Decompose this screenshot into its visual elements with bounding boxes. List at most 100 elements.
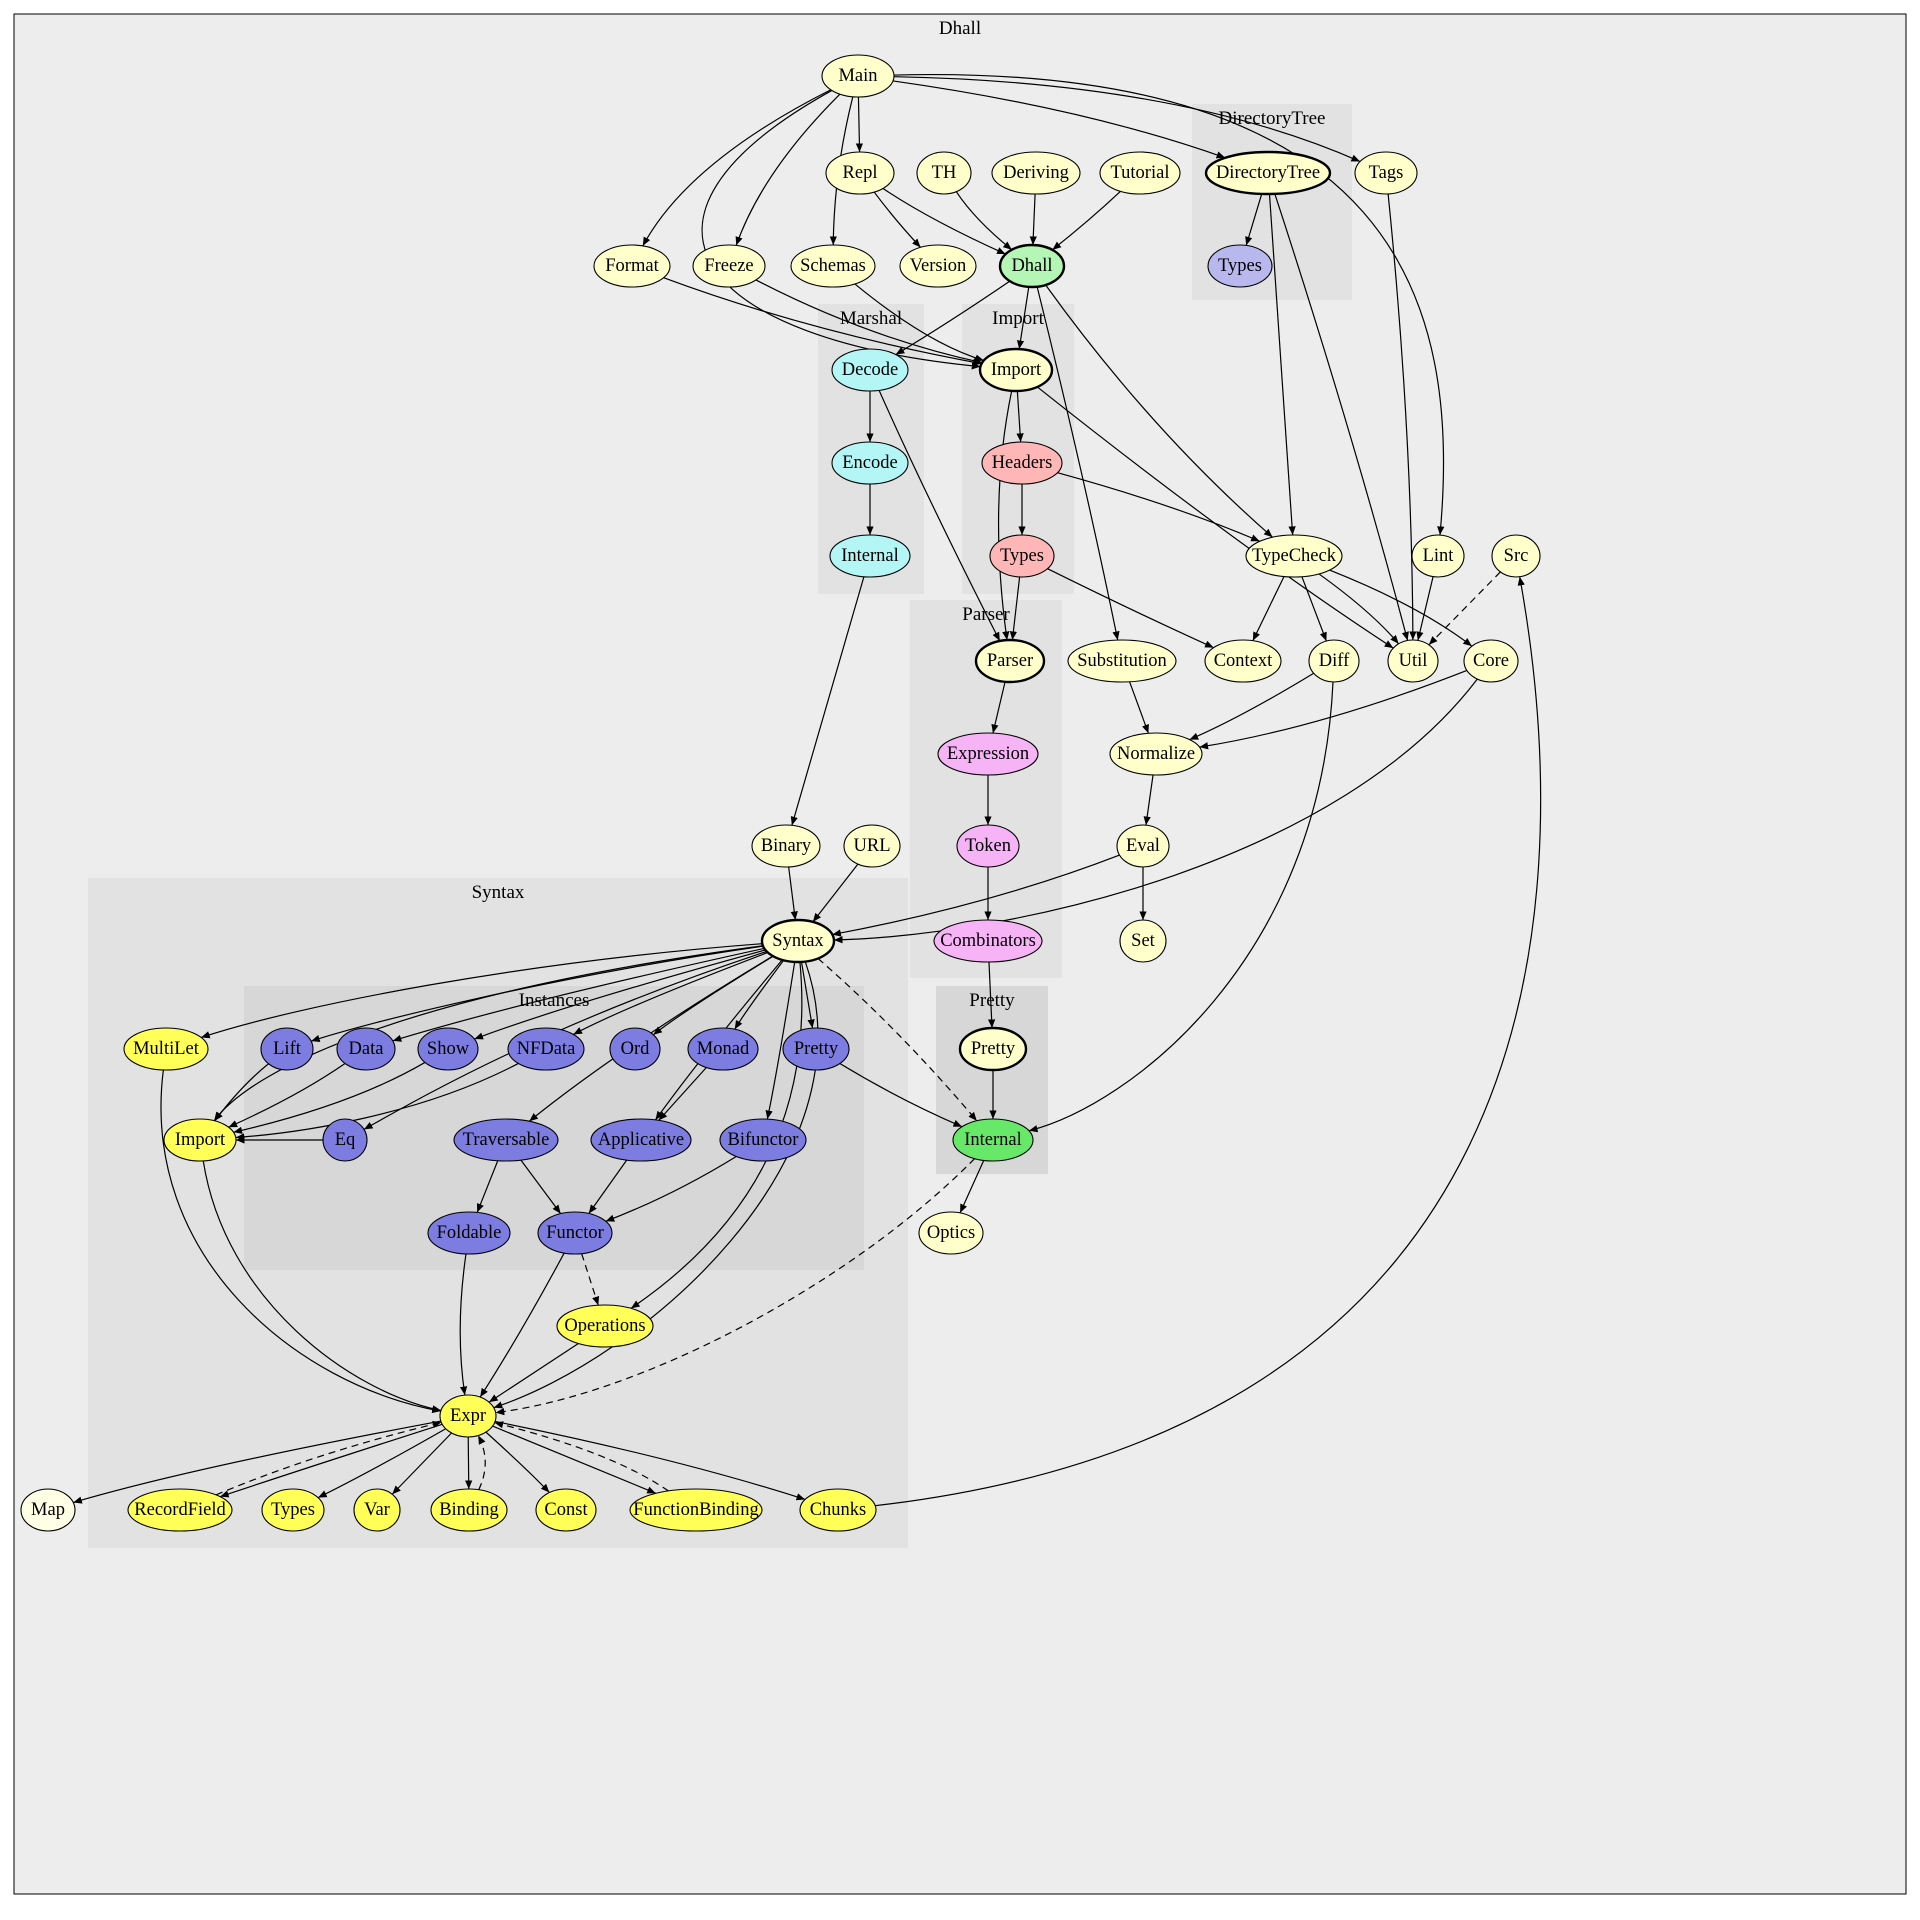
edge-foldable-expr: [459, 1253, 468, 1396]
edge-eval-syntax: [832, 854, 1120, 937]
node-bifunctor-shape: [719, 1118, 807, 1162]
node-headers-shape: [981, 441, 1063, 485]
edge-bifunctor-functor: [605, 1155, 737, 1222]
edge-dhall-import_i: [1016, 286, 1030, 350]
edges-layer: [73, 73, 1542, 1507]
node-operations-shape: [556, 1304, 654, 1348]
node-lift-shape: [260, 1027, 314, 1071]
node-set: Set: [1119, 919, 1167, 963]
node-substitution-shape: [1067, 639, 1177, 683]
node-expression-shape: [937, 732, 1039, 776]
edge-expr-binding: [465, 1436, 473, 1490]
node-data_-label: Data: [349, 1039, 384, 1059]
node-th: TH: [916, 151, 972, 195]
node-types_i-label: Types: [1000, 546, 1044, 566]
node-dhall-shape: [998, 243, 1066, 289]
edge-main-format: [642, 89, 832, 247]
edge-syntax-lift: [310, 945, 764, 1042]
edge-recordfield-expr: [215, 1420, 442, 1496]
edge-dhall-typecheck: [1045, 284, 1273, 538]
cluster-import-label: Import: [992, 308, 1044, 329]
edge-binding-expr: [477, 1435, 486, 1490]
node-schemas-shape: [790, 244, 876, 288]
edge-internal_p-expr: [495, 1158, 976, 1416]
node-lint-shape: [1411, 534, 1465, 578]
edge-main-lint: [893, 73, 1445, 536]
node-binary-shape: [751, 824, 821, 868]
edge-multilet-expr: [160, 1069, 441, 1414]
edge-functor-expr: [479, 1252, 565, 1398]
node-tags: Tags: [1354, 151, 1418, 195]
node-repl-shape: [825, 151, 895, 195]
node-import_i: Import: [978, 347, 1054, 393]
edge-syntax-internal_p: [817, 958, 978, 1122]
edge-substitution-normalize: [1129, 681, 1149, 734]
node-repl: Repl: [825, 151, 895, 195]
edge-internal_m-binary: [790, 576, 865, 826]
node-monad-label: Monad: [697, 1039, 750, 1059]
node-core-shape: [1463, 639, 1519, 683]
node-monad: Monad: [687, 1027, 759, 1071]
edge-expr-chunks: [494, 1420, 806, 1501]
edge-dhall-substitution: [1036, 286, 1120, 641]
node-expression-label: Expression: [947, 744, 1029, 764]
edge-syntax-eq: [363, 950, 767, 1130]
node-src-label: Src: [1504, 546, 1529, 566]
edge-import_s-expr: [202, 1160, 442, 1413]
node-nfdata-label: NFData: [517, 1039, 576, 1059]
node-lint-label: Lint: [1423, 546, 1455, 566]
node-import_s-shape: [163, 1118, 237, 1162]
node-recordfield-label: RecordField: [134, 1500, 226, 1520]
node-main-label: Main: [838, 66, 877, 86]
node-traversable-shape: [453, 1118, 559, 1162]
node-bifunctor: Bifunctor: [719, 1118, 807, 1162]
node-show: Show: [417, 1027, 479, 1071]
node-combinators-shape: [933, 919, 1043, 963]
node-types_dt-label: Types: [1218, 256, 1262, 276]
edge-diff-normalize: [1189, 672, 1315, 741]
edge-parser-expression: [991, 681, 1006, 734]
node-version-shape: [899, 244, 977, 288]
node-th-shape: [916, 151, 972, 195]
node-map-label: Map: [31, 1500, 65, 1520]
cluster-directorytree-label: DirectoryTree: [1219, 108, 1326, 129]
node-dhall: Dhall: [998, 243, 1066, 289]
edge-expr-var: [391, 1432, 452, 1495]
node-functionbinding-shape: [629, 1488, 763, 1532]
node-applicative-label: Applicative: [598, 1130, 684, 1150]
node-expression: Expression: [937, 732, 1039, 776]
node-multilet-label: MultiLet: [133, 1039, 200, 1059]
edge-data_-import_s: [228, 1063, 346, 1128]
node-tutorial-shape: [1099, 151, 1181, 195]
node-schemas: Schemas: [790, 244, 876, 288]
edge-syntax-show: [474, 949, 766, 1040]
node-syntax-shape: [760, 918, 836, 964]
edge-expr-types_s: [317, 1428, 447, 1499]
node-eq-label: Eq: [335, 1130, 356, 1150]
edge-freeze-import_i: [755, 279, 983, 365]
cluster-pretty-label: Pretty: [969, 990, 1015, 1011]
node-decode-label: Decode: [842, 360, 899, 380]
node-core-label: Core: [1473, 651, 1509, 671]
edge-internal_p-optics: [959, 1160, 985, 1214]
node-deriving-label: Deriving: [1003, 163, 1069, 183]
edge-syntax-bifunctor: [765, 961, 796, 1120]
node-binding-shape: [430, 1488, 508, 1532]
node-core: Core: [1463, 639, 1519, 683]
edge-applicative-functor: [588, 1159, 628, 1214]
node-monad-shape: [687, 1027, 759, 1071]
node-internal_p-label: Internal: [964, 1130, 1022, 1150]
edge-types_i-parser: [1009, 576, 1021, 641]
node-freeze-shape: [692, 244, 766, 288]
edge-chunks-src: [875, 576, 1542, 1507]
node-directorytree-label: DirectoryTree: [1216, 163, 1320, 183]
edge-headers-typecheck: [1057, 472, 1260, 542]
node-token-shape: [956, 824, 1020, 868]
node-url-label: URL: [854, 836, 891, 856]
node-version-label: Version: [910, 256, 967, 276]
edge-typecheck-context: [1252, 576, 1285, 641]
node-types_i: Types: [989, 534, 1055, 578]
node-optics-shape: [918, 1211, 984, 1255]
node-src-shape: [1491, 534, 1541, 578]
